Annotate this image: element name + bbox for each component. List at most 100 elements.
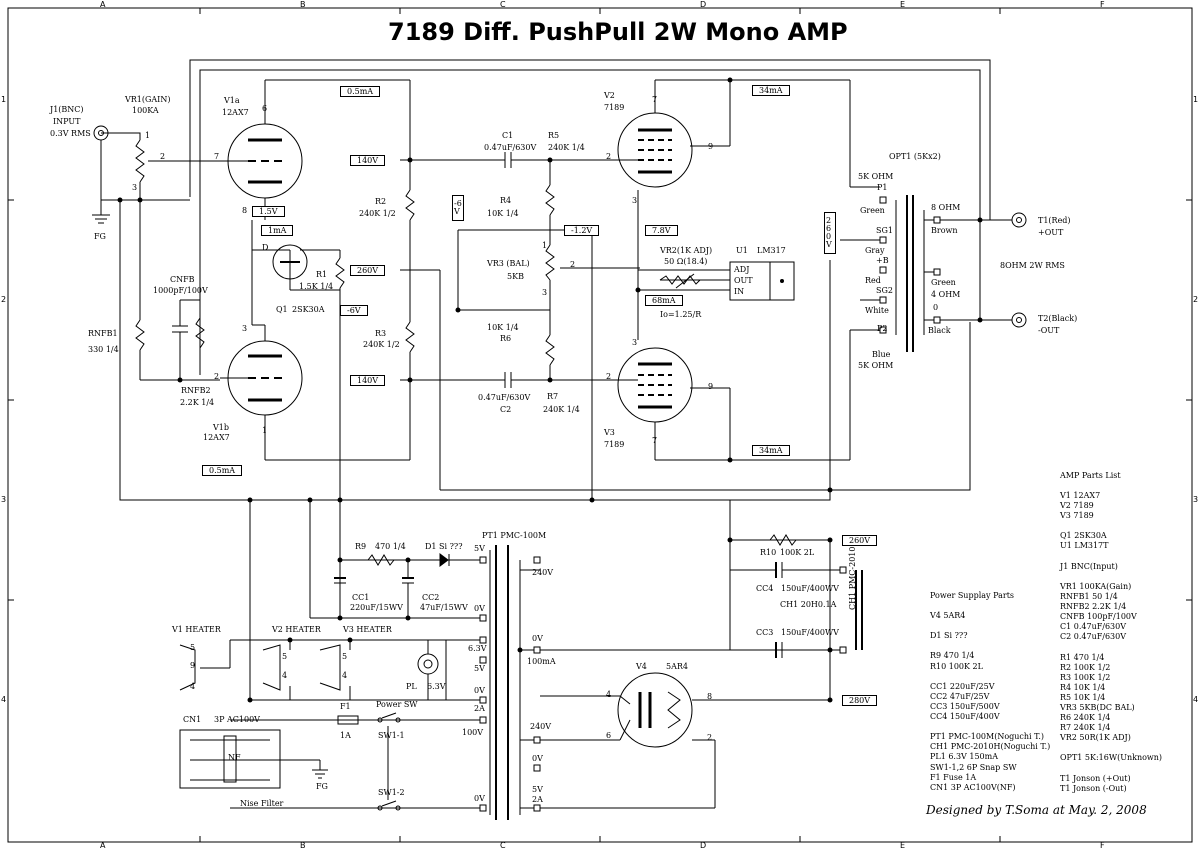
power-parts-title: Power Supplay Parts (930, 591, 1015, 600)
power-part-item: CC2 47uF/25V (930, 691, 990, 701)
power-part-item: R10 100K 2L (930, 661, 983, 671)
pt1-label: PT1 PMC-100M (482, 531, 547, 540)
power-part-item: CN1 3P AC100V(NF) (930, 782, 1016, 792)
pt-0v-b: 0V (474, 686, 485, 695)
v1a-label: V1a (224, 96, 240, 105)
v1-heater-pin9: 9 (190, 661, 196, 670)
plate-loads (400, 80, 500, 460)
amp-part-item: R4 10K 1/4 (1060, 682, 1106, 692)
amp-part-item: RNFB1 50 1/4 (1060, 591, 1118, 601)
r3-label: R3 (375, 329, 387, 338)
c2-label: C2 (500, 405, 512, 414)
power-part-item: CC3 150uF/500V (930, 701, 1000, 711)
q1-label: Q1 (276, 305, 288, 314)
v2-heater-label: V2 HEATER (272, 625, 321, 634)
r7-label: R7 (547, 392, 559, 401)
c1-label: C1 (502, 131, 514, 140)
amp-part-item: V2 7189 (1060, 501, 1094, 511)
grid-col-d-bottom: D (700, 841, 707, 850)
rnfb1-label: RNFB1 (88, 329, 118, 338)
v2-heater-pin4: 4 (282, 671, 288, 680)
opt-green-tap: Green (931, 278, 956, 287)
opt-blue: Blue (872, 350, 891, 359)
v3-heater-label: V3 HEATER (343, 625, 392, 634)
amp-part-item: VR1 100KA(Gain) (1060, 581, 1132, 591)
t2-out: -OUT (1038, 326, 1060, 335)
power-part-item: PT1 PMC-100M(Noguchi T.) (930, 732, 1044, 742)
flag-cathode: 1.5V (252, 206, 285, 217)
pt-2a: 2A (474, 704, 485, 713)
cnfb-label: CNFB (170, 275, 195, 284)
amp-part-item (1060, 642, 1162, 652)
flag-280v: 280V (842, 695, 878, 706)
flag-v1a-plate: 140V (350, 155, 386, 166)
cnfb-value: 1000pF/100V (153, 286, 208, 295)
opt-5k-bottom: 5K OHM (858, 361, 894, 370)
t1-label: T1(Red) (1038, 216, 1071, 225)
vr2-label: VR2(1K ADJ) (660, 246, 713, 255)
flag-neg6: -6V (340, 305, 368, 316)
v3-heater-pin4: 4 (342, 671, 348, 680)
cc4-value: 150uF/400WV (781, 584, 839, 593)
r7-value: 240K 1/4 (543, 405, 580, 414)
input-label: INPUT (53, 117, 81, 126)
j1-label: J1(BNC) (50, 105, 84, 114)
grid-row-3-right: 3 (1193, 495, 1199, 504)
pt-2a-b: 2A (532, 795, 543, 804)
power-part-item: V4 5AR4 (930, 611, 966, 621)
q1-fet (251, 220, 345, 610)
input-section (92, 125, 220, 381)
v3-tube (617, 347, 850, 461)
v4-pin6: 6 (606, 731, 612, 740)
flag-260v-left: 260V (350, 265, 386, 276)
v2-pin3: 3 (632, 196, 638, 205)
amp-part-item (1060, 743, 1162, 753)
pt-240v-b: 240V (530, 722, 552, 731)
pilot-lamp-value: 6.3V (427, 682, 446, 691)
c2-value: 0.47uF/630V (478, 393, 531, 402)
amp-part-item: CNFB 100pF/100V (1060, 612, 1137, 622)
v2-tube (617, 79, 850, 340)
v4-type: 5AR4 (666, 662, 688, 671)
amp-part-item: C1 0.47uF/630V (1060, 622, 1127, 632)
v1b-label: V1b (213, 423, 229, 432)
power-part-item (930, 722, 1050, 732)
v3-heater-pin5: 5 (342, 652, 348, 661)
opt-sg2: SG2 (876, 286, 893, 295)
flag-bias: -1.2V (564, 225, 600, 236)
grid-col-f: F (1100, 0, 1105, 9)
power-part-item: F1 Fuse 1A (930, 772, 977, 782)
r5-label: R5 (548, 131, 560, 140)
pt-63v: 6.3V (468, 644, 487, 653)
r1-label: R1 (316, 270, 328, 279)
v3-pin2: 2 (606, 372, 612, 381)
rnfb2-label: RNFB2 (181, 386, 211, 395)
power-part-item: CC4 150uF/400V (930, 712, 1000, 722)
cc2-value: 47uF/15WV (420, 603, 468, 612)
v3-pin7: 7 (652, 436, 658, 445)
opt-plusb: +B (876, 256, 889, 265)
amp-part-item: U1 LM317T (1060, 541, 1109, 551)
grid-col-e: E (900, 0, 906, 9)
pt-100ma: 100mA (527, 657, 556, 666)
v4-pin2: 2 (707, 733, 713, 742)
power-part-item: R9 470 1/4 (930, 651, 975, 661)
grid-col-e-bottom: E (900, 841, 906, 850)
opt-sg1: SG1 (876, 226, 893, 235)
v1b-pin1: 1 (262, 426, 268, 435)
cc3-value: 150uF/400WV (781, 628, 839, 637)
pt-0v-d: 0V (532, 634, 543, 643)
amp-part-item: V3 7189 (1060, 511, 1094, 521)
opt-red: Red (865, 276, 881, 285)
u1-adj-pin: ADJ (734, 265, 750, 274)
power-part-item: PL1 6.3V 150mA (930, 752, 999, 762)
grid-row-1: 1 (1, 95, 7, 104)
rnfb1-value: 330 1/4 (88, 345, 119, 354)
amp-part-item: R3 100K 1/2 (1060, 672, 1111, 682)
v3-label: V3 (604, 428, 615, 437)
cn1-type: 3P AC100V (214, 715, 260, 724)
amp-part-item: VR3 5KB(DC BAL) (1060, 702, 1135, 712)
v1b-tube (220, 79, 410, 461)
amp-part-item: J1 BNC(Input) (1060, 561, 1118, 571)
